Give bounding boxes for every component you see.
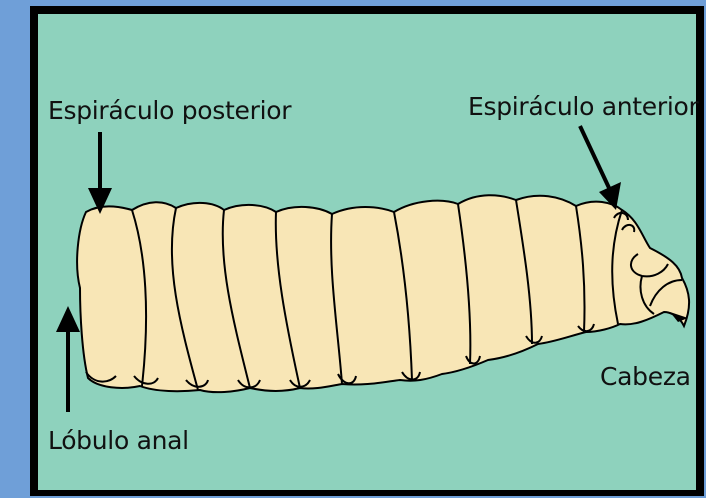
arrow-anterior-spiracle — [580, 126, 610, 190]
larva-illustration — [38, 14, 696, 490]
diagram-panel: Espiráculo posterior Espiráculo anterior… — [38, 14, 696, 490]
label-head: Cabeza — [600, 362, 691, 391]
larva-body — [77, 195, 689, 392]
arrow-anal-head — [56, 306, 80, 332]
label-anterior-spiracle: Espiráculo anterior — [468, 92, 698, 121]
label-posterior-spiracle: Espiráculo posterior — [48, 96, 291, 125]
label-anal-lobe: Lóbulo anal — [48, 426, 189, 455]
